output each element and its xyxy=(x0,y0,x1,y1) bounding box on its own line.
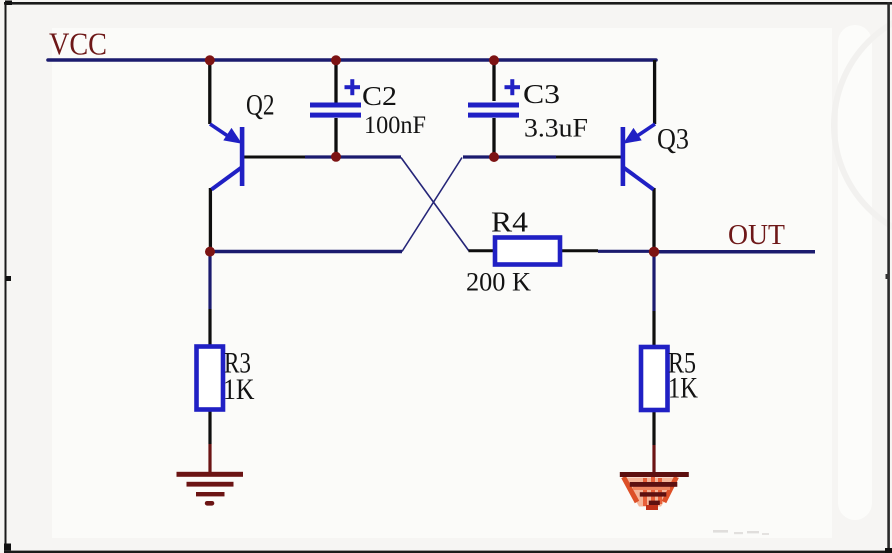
svg-text:R4: R4 xyxy=(491,207,529,239)
svg-text:OUT: OUT xyxy=(728,219,785,251)
svg-text:200 K: 200 K xyxy=(466,268,531,297)
svg-text:100nF: 100nF xyxy=(364,112,426,139)
svg-text:1K: 1K xyxy=(668,372,698,405)
svg-text:Q2: Q2 xyxy=(246,89,275,122)
svg-text:1K: 1K xyxy=(223,373,255,406)
svg-text:R3: R3 xyxy=(224,347,251,380)
svg-text:VCC: VCC xyxy=(49,26,107,62)
svg-text:C3: C3 xyxy=(523,78,560,109)
svg-text:R5: R5 xyxy=(668,347,696,380)
svg-text:Q3: Q3 xyxy=(657,123,689,156)
svg-text:C2: C2 xyxy=(362,80,397,111)
svg-text:3.3uF: 3.3uF xyxy=(524,114,588,143)
